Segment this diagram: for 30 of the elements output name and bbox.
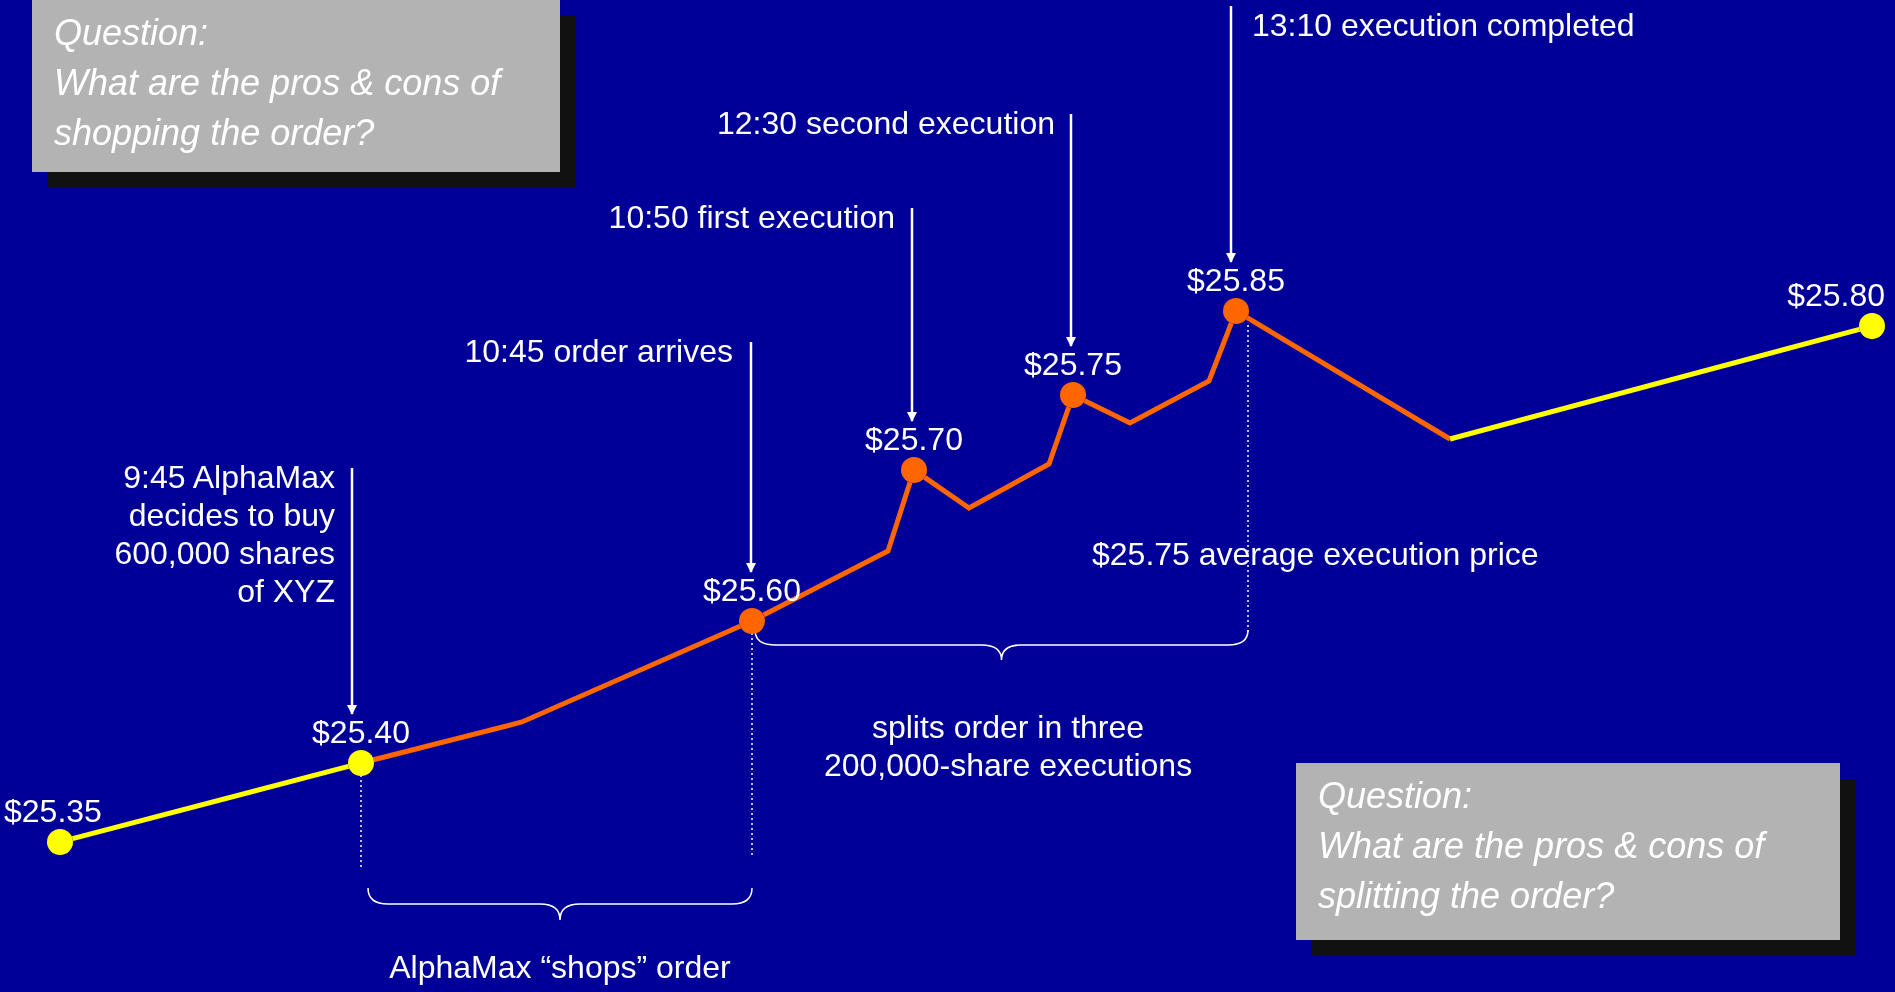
note-text: $25.75 average execution price [1092,535,1540,573]
price-line [1245,315,1861,442]
price-label: $25.60 [703,572,801,608]
price-line [923,406,1072,511]
price-label: $25.40 [312,714,410,750]
annotation-text: 10:45 order arrives [464,332,733,370]
arrow [907,208,917,422]
question-text: What are the pros & cons of splitting the order? [1318,821,1818,921]
arrow [746,342,756,573]
price-line [373,623,742,763]
price-label: $25.70 [865,421,963,457]
arrow [1226,6,1236,263]
price-label: $25.85 [1187,262,1285,298]
question-heading: Question: [1318,774,1474,818]
annotation-text: 9:45 AlphaMax decides to buy 600,000 shares of XYZ [85,458,335,610]
question-text: What are the pros & cons of shopping the order? [54,58,538,158]
annotation-text: 13:10 execution completed [1252,6,1635,44]
price-line [762,481,913,618]
note-text: AlphaMax “shops” order [388,948,732,986]
arrow [347,468,357,715]
price-label: $25.35 [4,793,102,829]
price-label: $25.75 [1024,346,1122,382]
price-label: $25.80 [1787,277,1885,313]
annotation-text: 10:50 first execution [608,198,895,236]
price-line [71,763,350,842]
note-text: splits order in three 200,000-share executions [822,708,1194,784]
arrow [1066,114,1076,347]
question-heading: Question: [54,11,210,55]
annotation-text: 12:30 second execution [716,104,1055,142]
price-line [1083,322,1234,426]
